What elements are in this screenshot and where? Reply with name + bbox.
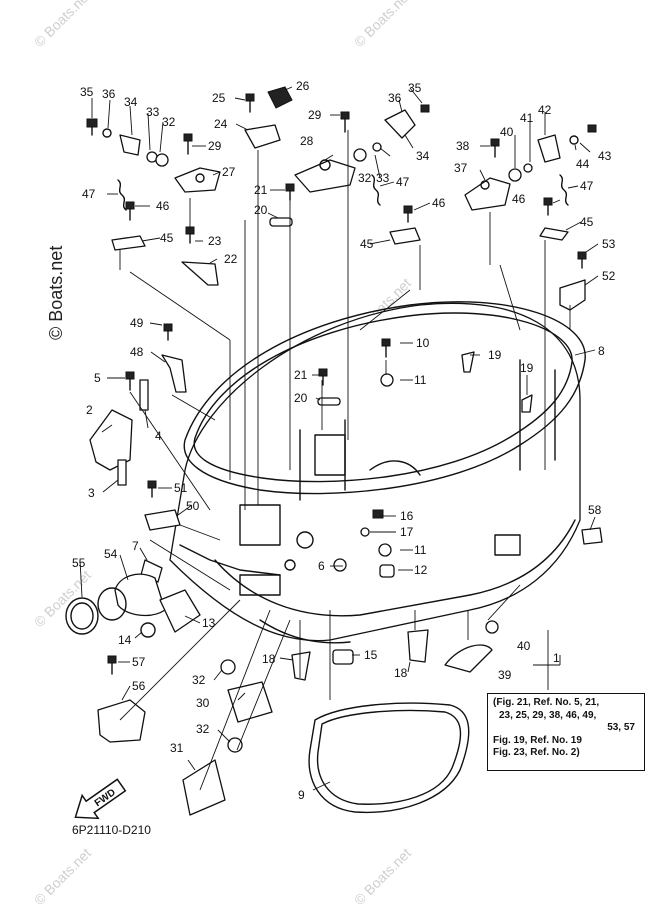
- callout-35b: 35: [408, 81, 422, 95]
- callout-1: 1: [553, 651, 560, 665]
- bottom-cowling: [169, 301, 586, 644]
- callout-16: 16: [400, 509, 414, 523]
- callout-14: 14: [118, 633, 132, 647]
- callout-20a: 20: [254, 203, 268, 217]
- bolt-35: [86, 118, 98, 136]
- callout-9: 9: [298, 788, 305, 802]
- rubber-seal: [308, 702, 470, 814]
- callout-11b: 11: [414, 543, 427, 557]
- callout-7: 7: [132, 539, 139, 553]
- callout-23: 23: [208, 234, 222, 248]
- callout-18a: 18: [262, 652, 276, 666]
- callout-12: 12: [414, 563, 428, 577]
- side-watermark: © Boats.net: [46, 246, 66, 340]
- callout-24: 24: [214, 117, 228, 131]
- callout-19b: 19: [520, 361, 534, 375]
- callout-54: 54: [104, 547, 118, 561]
- callout-19a: 19: [488, 348, 502, 362]
- callout-36b: 36: [388, 91, 402, 105]
- callout-8: 8: [598, 344, 605, 358]
- callout-52: 52: [602, 269, 616, 283]
- callout-13: 13: [202, 616, 216, 630]
- callout-51: 51: [174, 481, 188, 495]
- callout-58: 58: [588, 503, 602, 517]
- callout-47a: 47: [82, 187, 96, 201]
- callout-40b: 40: [517, 639, 531, 653]
- callout-32b: 32: [196, 722, 210, 736]
- note-line-3: 53, 57: [607, 722, 635, 733]
- callout-40a: 40: [500, 125, 514, 139]
- callout-43: 43: [598, 149, 612, 163]
- callout-32d: 32: [358, 171, 372, 185]
- callout-17: 17: [400, 525, 414, 539]
- callout-57: 57: [132, 655, 146, 669]
- callout-22: 22: [224, 252, 238, 266]
- callout-46a: 46: [156, 199, 170, 213]
- fwd-arrow-icon: FWD: [74, 778, 127, 820]
- callout-4: 4: [155, 429, 162, 443]
- note-line-1: (Fig. 21, Ref. No. 5, 21,: [493, 697, 600, 708]
- callout-39: 39: [498, 668, 512, 682]
- callout-28: 28: [300, 134, 314, 148]
- callout-31: 31: [170, 741, 184, 755]
- callout-44: 44: [576, 157, 590, 171]
- callout-5: 5: [94, 371, 101, 385]
- diagram-code: 6P21110-D210: [72, 823, 151, 837]
- note-line-4: Fig. 19, Ref. No. 19: [493, 734, 582, 746]
- watermark: © Boats.net: [351, 0, 414, 50]
- callout-32c: 32: [162, 115, 176, 129]
- callout-29b: 29: [308, 108, 322, 122]
- watermark: © Boats.net: [31, 0, 94, 50]
- callout-41: 41: [520, 111, 534, 125]
- callout-38: 38: [456, 139, 470, 153]
- callout-27: 27: [222, 165, 236, 179]
- callout-33a: 33: [146, 105, 160, 119]
- callout-48: 48: [130, 345, 144, 359]
- callout-33b: 33: [376, 171, 390, 185]
- hardware-parts: [65, 86, 603, 816]
- callout-46b: 46: [432, 196, 446, 210]
- callout-20b: 20: [294, 391, 308, 405]
- callout-2: 2: [86, 403, 93, 417]
- callout-36a: 36: [102, 87, 116, 101]
- callout-47b: 47: [396, 175, 410, 189]
- callout-56: 56: [132, 679, 146, 693]
- callout-45a: 45: [160, 231, 174, 245]
- callout-34a: 34: [124, 95, 138, 109]
- callout-49: 49: [130, 316, 144, 330]
- callout-55: 55: [72, 556, 86, 570]
- callout-30: 30: [196, 696, 210, 710]
- callout-29a: 29: [208, 139, 222, 153]
- callout-3: 3: [88, 486, 95, 500]
- callout-26: 26: [296, 79, 310, 93]
- callout-45c: 45: [580, 215, 594, 229]
- callout-numbers: 1 2 3 4 5 6 7 8 9 10 11 11 12 13 14 15 1…: [72, 79, 616, 802]
- watermark: © Boats.net: [31, 845, 94, 908]
- callout-42: 42: [538, 103, 552, 117]
- callout-21a: 21: [254, 183, 268, 197]
- callout-47c: 47: [580, 179, 594, 193]
- callout-46c: 46: [512, 192, 526, 206]
- callout-50: 50: [186, 499, 200, 513]
- callout-35a: 35: [80, 85, 94, 99]
- callout-18b: 18: [394, 666, 408, 680]
- reference-note: (Fig. 21, Ref. No. 5, 21, 23, 25, 29, 38…: [487, 693, 645, 771]
- note-line-2: 23, 25, 29, 38, 46, 49,: [499, 709, 597, 721]
- watermark: © Boats.net: [351, 845, 414, 908]
- callout-6: 6: [318, 559, 325, 573]
- callout-15: 15: [364, 648, 378, 662]
- callout-11a: 11: [414, 373, 427, 387]
- note-line-5: Fig. 23, Ref. No. 2): [493, 747, 580, 758]
- callout-34b: 34: [416, 149, 430, 163]
- callout-45b: 45: [360, 237, 374, 251]
- callout-25: 25: [212, 91, 226, 105]
- callout-32a: 32: [192, 673, 206, 687]
- callout-21b: 21: [294, 368, 308, 382]
- callout-53: 53: [602, 237, 616, 251]
- callout-10: 10: [416, 336, 430, 350]
- leader-lines: [79, 86, 599, 791]
- callout-37: 37: [454, 161, 468, 175]
